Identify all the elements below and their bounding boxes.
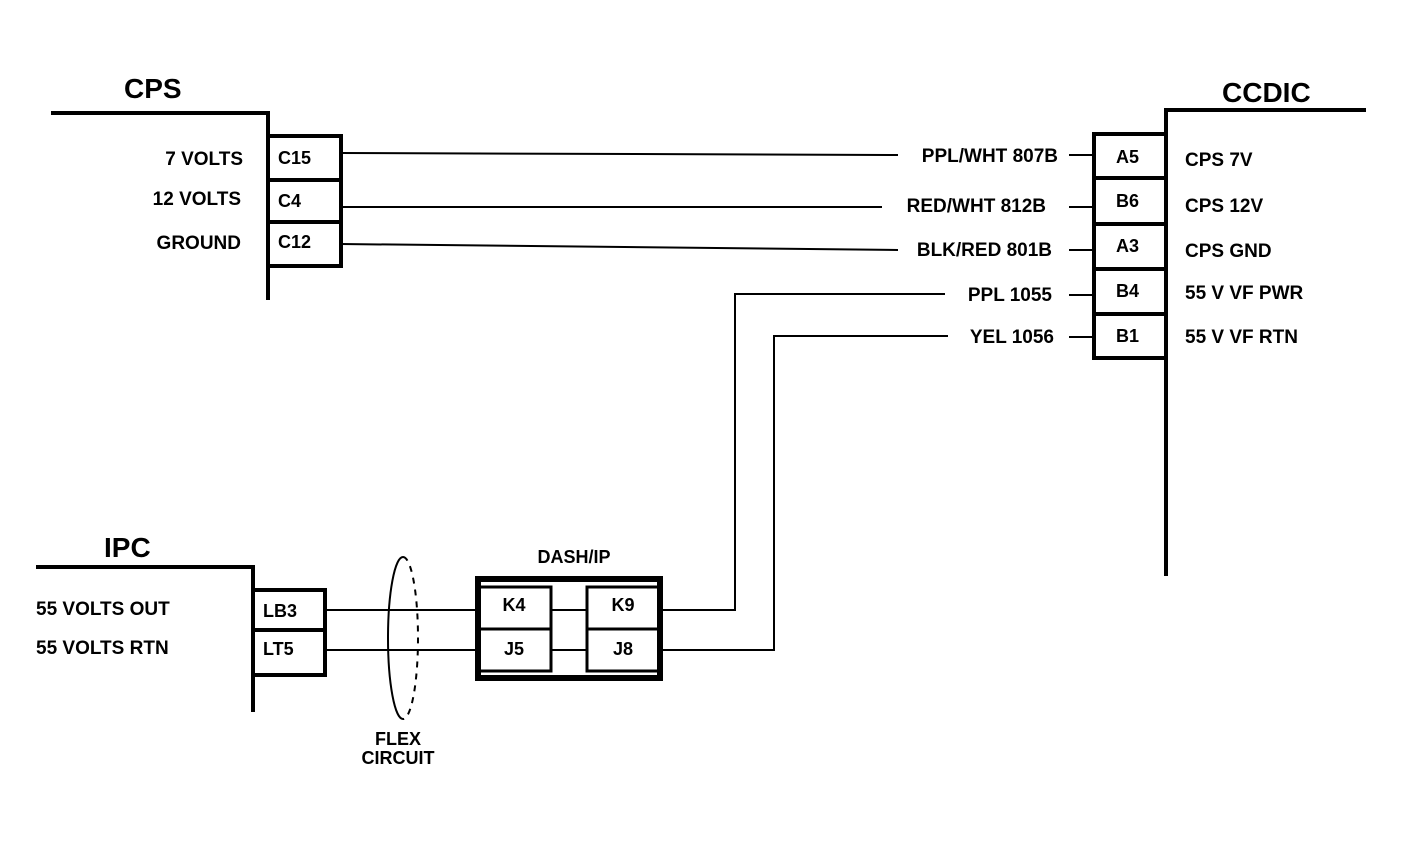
ipc-pin: LB3 xyxy=(263,601,297,621)
flex-label-line1: FLEX xyxy=(375,729,421,749)
ccdic-pin: B1 xyxy=(1116,326,1139,346)
ipc-connector: IPC 55 VOLTS OUT 55 VOLTS RTN LB3 LT5 xyxy=(36,532,327,712)
ipc-signal-label: 55 VOLTS RTN xyxy=(36,638,169,659)
ccdic-signal-label: 55 V VF RTN xyxy=(1185,327,1298,348)
ccdic-pin: A5 xyxy=(1116,147,1139,167)
ccdic-pin: B6 xyxy=(1116,191,1139,211)
ipc-signal-label: 55 VOLTS OUT xyxy=(36,599,170,620)
ipc-pin: LT5 xyxy=(263,639,294,659)
ccdic-title: CCDIC xyxy=(1222,77,1311,108)
cps-pin: C4 xyxy=(278,191,301,211)
ccdic-pin: B4 xyxy=(1116,281,1139,301)
flex-label-line2: CIRCUIT xyxy=(362,748,435,768)
dash-ip-pin: J8 xyxy=(613,639,633,659)
cps-pin: C12 xyxy=(278,232,311,252)
cps-pin: C15 xyxy=(278,148,311,168)
cps-signal-label: 7 VOLTS xyxy=(165,149,243,170)
ccdic-pin: A3 xyxy=(1116,236,1139,256)
ccdic-signal-label: 55 V VF PWR xyxy=(1185,283,1304,304)
wire-label: RED/WHT 812B xyxy=(907,196,1046,217)
ipc-wires xyxy=(325,609,477,651)
wire-label: PPL 1055 xyxy=(968,285,1053,306)
flex-circuit: FLEX CIRCUIT xyxy=(362,556,435,768)
wire-label: PPL/WHT 807B xyxy=(922,146,1058,167)
cps-connector: CPS 7 VOLTS 12 VOLTS GROUND C15 C4 C12 xyxy=(51,73,343,300)
dash-ip-pin: J5 xyxy=(504,639,524,659)
dash-ip-pin: K4 xyxy=(502,595,525,615)
wire-label: YEL 1056 xyxy=(970,327,1054,348)
ccdic-signal-label: CPS 7V xyxy=(1185,150,1253,171)
ccdic-signal-label: CPS GND xyxy=(1185,241,1272,262)
dash-ip-title: DASH/IP xyxy=(537,547,610,567)
dash-ip-connector: DASH/IP K4 J5 K9 J8 xyxy=(475,547,663,681)
cps-signal-label: 12 VOLTS xyxy=(153,189,241,210)
routed-wires xyxy=(660,293,948,651)
ccdic-connector: CCDIC A5 B6 A3 B4 B1 CPS 7V CPS 12V CPS … xyxy=(907,77,1366,576)
ipc-title: IPC xyxy=(104,532,151,563)
wire-label: BLK/RED 801B xyxy=(917,240,1052,261)
dash-ip-pin: K9 xyxy=(611,595,634,615)
cps-title: CPS xyxy=(124,73,182,104)
cps-signal-label: GROUND xyxy=(157,233,241,254)
cps-wires xyxy=(340,152,899,251)
ccdic-signal-label: CPS 12V xyxy=(1185,196,1263,217)
